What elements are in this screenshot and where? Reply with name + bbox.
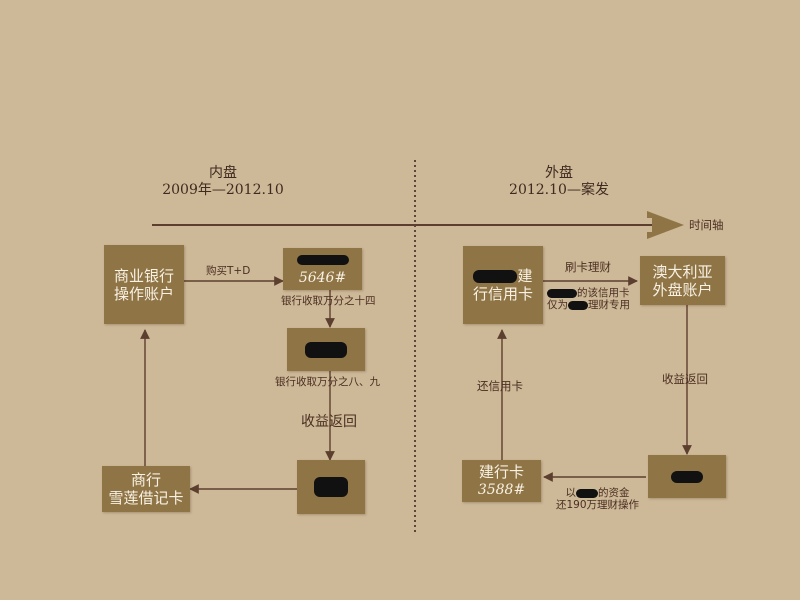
box-redacted-bottom: [297, 460, 365, 514]
box-commercial-account: 商业银行 操作账户: [104, 245, 184, 324]
box-ccb-card-num: 3588#: [477, 482, 526, 498]
box-debit-card-line2: 雪莲借记卡: [108, 489, 184, 507]
label-funds-line1-prefix: 以: [565, 487, 577, 499]
label-card-note: 的该信用卡 仅为 理财专用: [547, 287, 630, 311]
box-account-5646: 5646#: [283, 248, 362, 290]
box-redacted-middle: [287, 328, 365, 371]
box-account-5646-num: 5646#: [298, 270, 347, 286]
box-ccb-credit-line1-suffix: 建: [517, 267, 533, 285]
left-title-line1: 内盘: [209, 165, 237, 181]
box-redacted-right: [648, 455, 726, 498]
redacted-middle: [305, 341, 347, 358]
box-debit-card-line1: 商行: [130, 471, 161, 489]
box-aus-account: 澳大利亚 外盘账户: [640, 256, 725, 305]
box-ccb-credit-line1: 建: [473, 267, 533, 285]
label-card-note-line2-suffix: 理财专用: [588, 299, 630, 311]
right-period-title: 外盘 2012.10—案发: [484, 165, 634, 199]
redacted-right: [671, 470, 703, 483]
label-buy: 购买T+D: [206, 265, 251, 277]
label-card-note-line2-prefix: 仅为: [547, 299, 568, 311]
redacted-bottom: [314, 477, 348, 497]
box-commercial-account-line2: 操作账户: [113, 284, 174, 303]
left-period-title: 内盘 2009年—2012.10: [148, 165, 298, 199]
label-funds: 以 的资金 还190万理财操作: [556, 487, 639, 511]
box-ccb-credit-card: 建 行信用卡: [463, 246, 543, 324]
box-aus-account-line1: 澳大利亚: [652, 262, 713, 281]
timeline-label: 时间轴: [689, 218, 724, 232]
redacted-name-5646: [296, 251, 349, 269]
box-ccb-credit-line2: 行信用卡: [472, 285, 533, 303]
label-swipe: 刷卡理财: [565, 260, 611, 274]
label-return-right: 收益返回: [662, 372, 708, 386]
box-ccb-card: 建行卡 3588#: [462, 460, 541, 502]
label-repay: 还信用卡: [477, 379, 523, 393]
box-aus-account-line2: 外盘账户: [652, 280, 713, 299]
label-card-note-line1-suffix: 的该信用卡: [577, 287, 630, 299]
right-title-line2: 2012.10—案发: [509, 182, 609, 198]
box-debit-card: 商行 雪莲借记卡: [102, 466, 190, 512]
label-funds-line2: 还190万理财操作: [556, 499, 640, 511]
label-return-left: 收益返回: [301, 414, 357, 430]
box-ccb-card-line1: 建行卡: [478, 463, 524, 481]
label-card-note-line2: 仅为 理财专用: [547, 299, 630, 311]
label-fee-14: 银行收取万分之十四: [281, 295, 376, 307]
label-card-note-line1: 的该信用卡: [547, 287, 630, 299]
label-funds-line1: 以 的资金: [556, 487, 639, 499]
box-commercial-account-line1: 商业银行: [113, 266, 174, 285]
left-title-line2: 2009年—2012.10: [162, 182, 284, 198]
right-title-line1: 外盘: [545, 165, 573, 181]
label-funds-line1-suffix: 的资金: [598, 487, 630, 499]
label-fee-8-9: 银行收取万分之八、九: [275, 376, 380, 388]
timeline-arrow-head: [647, 211, 684, 239]
